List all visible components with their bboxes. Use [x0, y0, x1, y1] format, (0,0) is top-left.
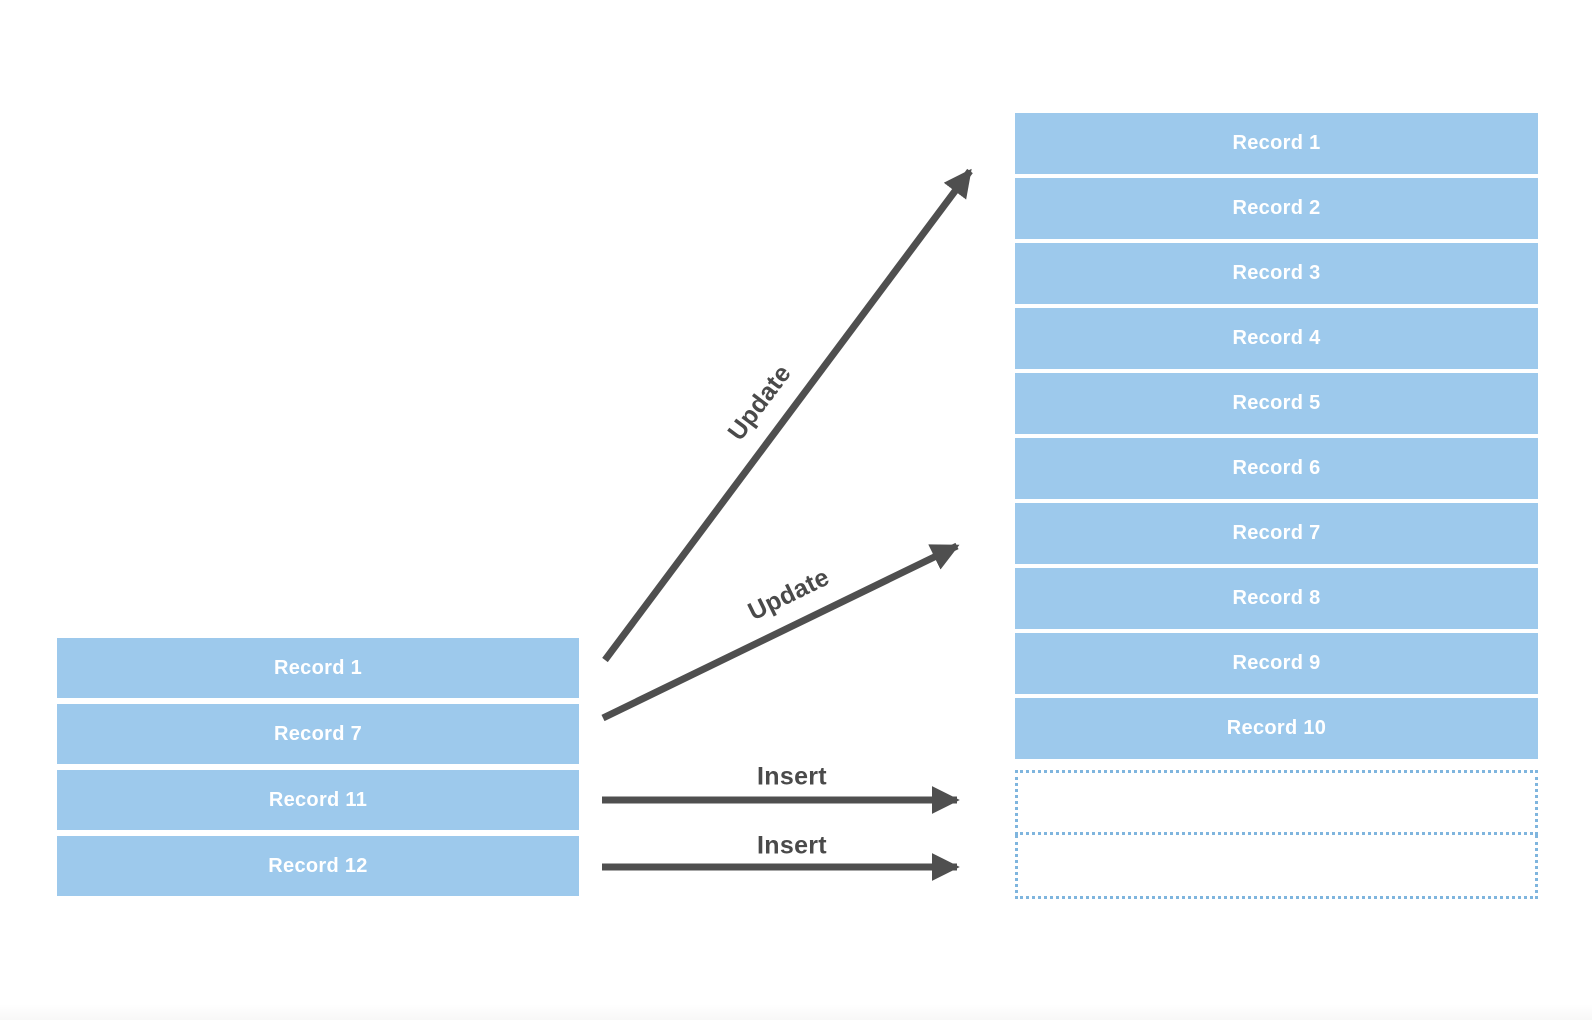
source-record-row: Record 11: [57, 770, 579, 830]
target-record-row: Record 7: [1015, 503, 1538, 564]
page-edge-shade: [0, 1004, 1592, 1020]
update-arrow-label: Update: [743, 563, 834, 627]
source-record-row: Record 1: [57, 638, 579, 698]
target-record-row: Record 9: [1015, 633, 1538, 694]
target-record-row: Record 5: [1015, 373, 1538, 434]
empty-slot: [1015, 770, 1538, 835]
source-record-row: Record 7: [57, 704, 579, 764]
target-record-row: Record 6: [1015, 438, 1538, 499]
target-record-row: Record 1: [1015, 113, 1538, 174]
target-record-row: Record 10: [1015, 698, 1538, 759]
target-record-row: Record 3: [1015, 243, 1538, 304]
source-table: Record 1 Record 7 Record 11 Record 12: [57, 638, 579, 902]
empty-slot-group: [1015, 770, 1538, 899]
target-record-row: Record 4: [1015, 308, 1538, 369]
target-record-row: Record 2: [1015, 178, 1538, 239]
target-table: Record 1 Record 2 Record 3 Record 4 Reco…: [1015, 113, 1538, 763]
empty-slot: [1015, 835, 1538, 899]
update-arrow-2: [601, 542, 960, 722]
insert-arrow-label: Insert: [757, 831, 827, 860]
source-record-row: Record 12: [57, 836, 579, 896]
target-record-row: Record 8: [1015, 568, 1538, 629]
insert-arrow-label: Insert: [757, 762, 827, 791]
update-arrow-label: Update: [722, 359, 797, 446]
